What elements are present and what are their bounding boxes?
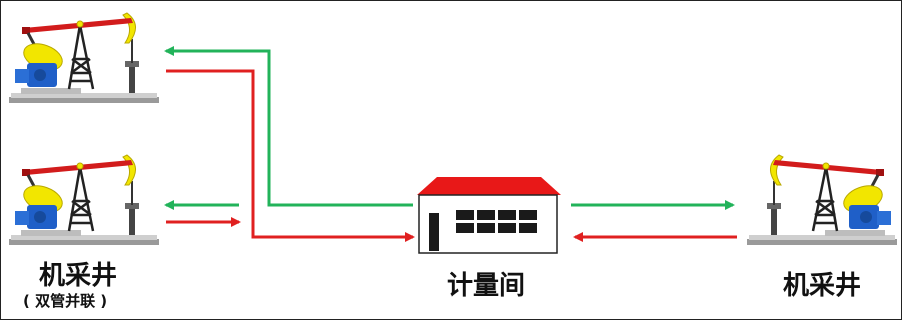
- supply-line: [164, 46, 735, 210]
- left-well-label: 机采井: [39, 261, 118, 291]
- pump-jack-icon: [745, 153, 899, 247]
- pump-jack-icon: [7, 153, 161, 247]
- left-well-note: ( 双管并联 ): [23, 292, 108, 310]
- metering-house-icon: [417, 177, 561, 254]
- metering-room-label: 计量间: [447, 271, 526, 301]
- right-well-label: 机采井: [783, 271, 862, 301]
- pump-jack-icon: [7, 11, 161, 105]
- return-line: [166, 69, 737, 242]
